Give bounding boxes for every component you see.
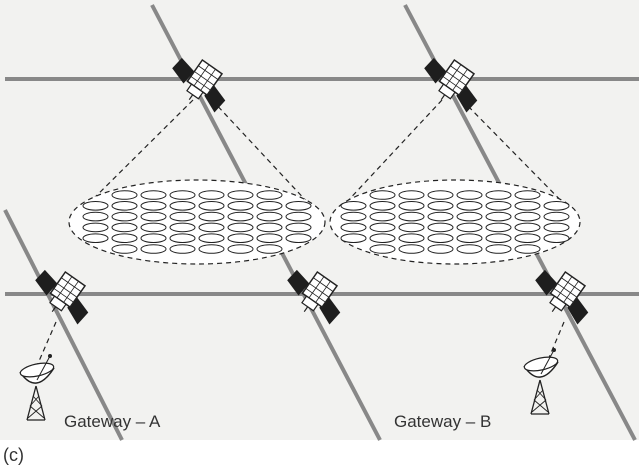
- beam-spot: [369, 244, 396, 254]
- beam-spot: [227, 233, 254, 243]
- beam-spot: [111, 211, 138, 222]
- beam-spot: [514, 222, 541, 233]
- beam-spot: [140, 211, 167, 222]
- beam-spot: [82, 201, 109, 211]
- beam-spot: [427, 211, 454, 222]
- beam-spot: [398, 244, 425, 254]
- beam-spot: [456, 244, 483, 254]
- beam-spot: [227, 190, 254, 200]
- beam-spot: [369, 222, 396, 233]
- beam-spot: [485, 211, 512, 222]
- beam-spot: [198, 190, 225, 200]
- beam-spot: [427, 190, 454, 200]
- beam-spot: [340, 222, 367, 233]
- beam-spot: [82, 233, 109, 243]
- beam-spot: [340, 211, 367, 222]
- beam-spot: [169, 233, 196, 243]
- beam-spot: [485, 244, 512, 254]
- beam-spot: [485, 222, 512, 233]
- beam-spot: [369, 201, 396, 211]
- beam-spot: [111, 244, 138, 254]
- beam-spot: [485, 201, 512, 211]
- beam-spot: [398, 233, 425, 243]
- beam-spot: [398, 201, 425, 211]
- beam-spot: [398, 211, 425, 222]
- beam-spot: [485, 190, 512, 200]
- beam-spot: [111, 233, 138, 243]
- beam-spot: [169, 201, 196, 211]
- beam-spot: [514, 233, 541, 243]
- beam-spot: [256, 222, 283, 233]
- beam-spot: [111, 201, 138, 211]
- beam-spot: [427, 222, 454, 233]
- beam-spot: [543, 211, 570, 222]
- beam-spot: [198, 201, 225, 211]
- beam-spot: [514, 244, 541, 254]
- beam-spot: [198, 233, 225, 243]
- beam-spot: [256, 201, 283, 211]
- beam-spot: [111, 190, 138, 200]
- beam-spot: [456, 190, 483, 200]
- beam-spot: [169, 244, 196, 254]
- beam-spot: [485, 233, 512, 243]
- beam-spot: [369, 233, 396, 243]
- beam-spot: [198, 211, 225, 222]
- beam-spot: [256, 211, 283, 222]
- beam-spot: [398, 222, 425, 233]
- beam-spot: [514, 211, 541, 222]
- beam-spot: [340, 201, 367, 211]
- beam-spot: [140, 233, 167, 243]
- beam-spot: [140, 222, 167, 233]
- beam-spot: [427, 201, 454, 211]
- gateway-a-label: Gateway – A: [64, 412, 161, 431]
- beam-spot: [256, 190, 283, 200]
- beam-cluster-a: [68, 179, 326, 265]
- beam-spot: [256, 233, 283, 243]
- beam-spot: [456, 233, 483, 243]
- beam-spot: [227, 201, 254, 211]
- gateway-b-label: Gateway – B: [394, 412, 492, 431]
- beam-spot: [169, 190, 196, 200]
- beam-cluster-b: [329, 179, 581, 265]
- beam-spot: [198, 222, 225, 233]
- beam-spot: [456, 211, 483, 222]
- beam-spot: [198, 244, 225, 254]
- beam-spot: [169, 211, 196, 222]
- beam-spot: [543, 233, 570, 243]
- beam-spot: [369, 211, 396, 222]
- beam-spot: [285, 233, 312, 243]
- beam-spot: [169, 222, 196, 233]
- beam-spot: [140, 244, 167, 254]
- coverage-boundary: [68, 179, 326, 265]
- gateway-b-uplink: [547, 321, 565, 361]
- beam-spot: [456, 201, 483, 211]
- coverage-boundary: [329, 179, 581, 265]
- beam-spot: [140, 190, 167, 200]
- beam-spot: [82, 222, 109, 233]
- beam-spot: [340, 233, 367, 243]
- beam-spot: [256, 244, 283, 254]
- orbit-line-diagonal-3: [3, 209, 124, 441]
- beam-spot: [227, 244, 254, 254]
- beam-spot: [514, 190, 541, 200]
- beam-spot: [427, 244, 454, 254]
- beam-spot: [285, 222, 312, 233]
- beam-spot: [82, 211, 109, 222]
- beam-spot: [111, 222, 138, 233]
- beam-spot: [427, 233, 454, 243]
- beam-spot: [398, 190, 425, 200]
- beam-spot: [369, 190, 396, 200]
- beam-spot: [543, 201, 570, 211]
- beam-spot: [543, 222, 570, 233]
- beam-spot: [456, 222, 483, 233]
- beam-spot: [285, 211, 312, 222]
- beam-spot: [285, 201, 312, 211]
- panel-label: (c): [3, 445, 24, 465]
- beam-spot: [514, 201, 541, 211]
- beam-spot: [227, 211, 254, 222]
- beam-spot: [140, 201, 167, 211]
- beam-spot: [227, 222, 254, 233]
